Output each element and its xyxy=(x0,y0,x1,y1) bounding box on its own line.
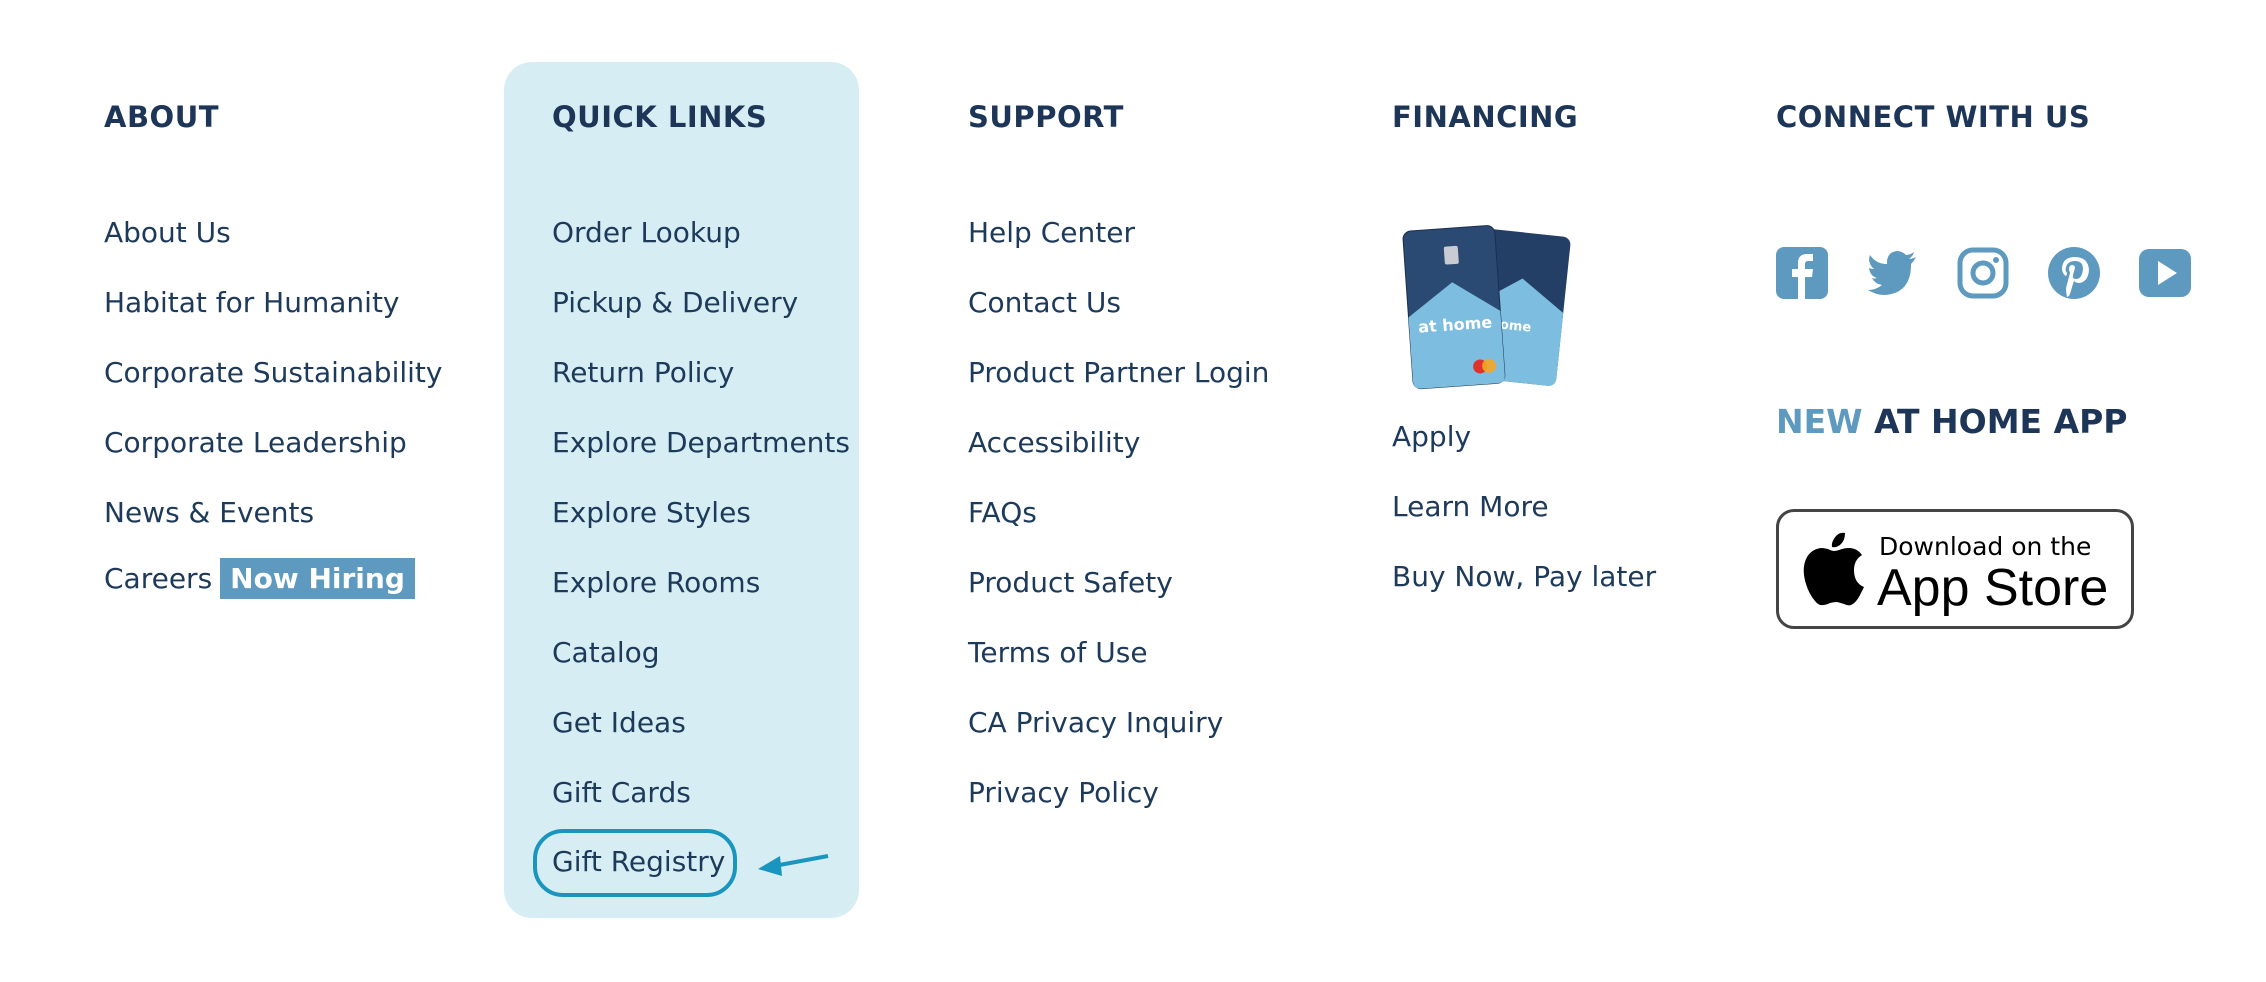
apply-link[interactable]: Apply xyxy=(1392,420,1472,453)
support-heading: SUPPORT xyxy=(968,100,1124,134)
explore-departments-link[interactable]: Explore Departments xyxy=(552,426,850,459)
gift-registry-link[interactable]: Gift Registry xyxy=(552,845,726,878)
news-events-link[interactable]: News & Events xyxy=(104,496,315,529)
catalog-link[interactable]: Catalog xyxy=(552,636,660,669)
instagram-icon[interactable] xyxy=(1957,247,2009,299)
careers-link[interactable]: Careers xyxy=(104,562,213,595)
credit-card-image[interactable]: ome at home xyxy=(1396,218,1586,398)
order-lookup-link[interactable]: Order Lookup xyxy=(552,216,741,249)
partner-login-link[interactable]: Product Partner Login xyxy=(968,356,1270,389)
get-ideas-link[interactable]: Get Ideas xyxy=(552,706,686,739)
learn-more-link[interactable]: Learn More xyxy=(1392,490,1549,523)
now-hiring-badge[interactable]: Now Hiring xyxy=(220,558,415,599)
privacy-policy-link[interactable]: Privacy Policy xyxy=(968,776,1159,809)
pickup-delivery-link[interactable]: Pickup & Delivery xyxy=(552,286,799,319)
youtube-icon[interactable] xyxy=(2139,247,2191,299)
ca-privacy-link[interactable]: CA Privacy Inquiry xyxy=(968,706,1224,739)
buy-now-pay-later-link[interactable]: Buy Now, Pay later xyxy=(1392,560,1657,593)
faqs-link[interactable]: FAQs xyxy=(968,496,1037,529)
svg-text:ome: ome xyxy=(1499,317,1532,335)
pinterest-icon[interactable] xyxy=(2048,247,2100,299)
twitter-icon[interactable] xyxy=(1866,247,1918,299)
return-policy-link[interactable]: Return Policy xyxy=(552,356,735,389)
terms-of-use-link[interactable]: Terms of Use xyxy=(968,636,1148,669)
quick-links-heading: QUICK LINKS xyxy=(552,100,768,134)
contact-us-link[interactable]: Contact Us xyxy=(968,286,1121,319)
app-section-title: NEW AT HOME APP xyxy=(1776,402,2127,441)
arrow-pointer-icon xyxy=(758,854,829,876)
app-title-rest: AT HOME APP xyxy=(1862,402,2128,441)
help-center-link[interactable]: Help Center xyxy=(968,216,1135,249)
explore-styles-link[interactable]: Explore Styles xyxy=(552,496,751,529)
apple-icon xyxy=(1803,532,1864,606)
leadership-link[interactable]: Corporate Leadership xyxy=(104,426,407,459)
app-store-button[interactable]: Download on the App Store xyxy=(1776,509,2134,629)
app-store-small-text: Download on the xyxy=(1879,532,2092,561)
explore-rooms-link[interactable]: Explore Rooms xyxy=(552,566,761,599)
habitat-link[interactable]: Habitat for Humanity xyxy=(104,286,400,319)
quick-links-panel xyxy=(504,62,859,918)
about-heading: ABOUT xyxy=(104,100,220,134)
accessibility-link[interactable]: Accessibility xyxy=(968,426,1141,459)
app-title-accent: NEW xyxy=(1776,402,1863,441)
about-us-link[interactable]: About Us xyxy=(104,216,231,249)
gift-registry-highlight-ring xyxy=(533,829,737,897)
app-store-big-text: App Store xyxy=(1877,559,2109,617)
gift-cards-link[interactable]: Gift Cards xyxy=(552,776,691,809)
connect-heading: CONNECT WITH US xyxy=(1776,100,2091,134)
financing-heading: FINANCING xyxy=(1392,100,1579,134)
sustainability-link[interactable]: Corporate Sustainability xyxy=(104,356,443,389)
facebook-icon[interactable] xyxy=(1776,247,1828,299)
product-safety-link[interactable]: Product Safety xyxy=(968,566,1173,599)
